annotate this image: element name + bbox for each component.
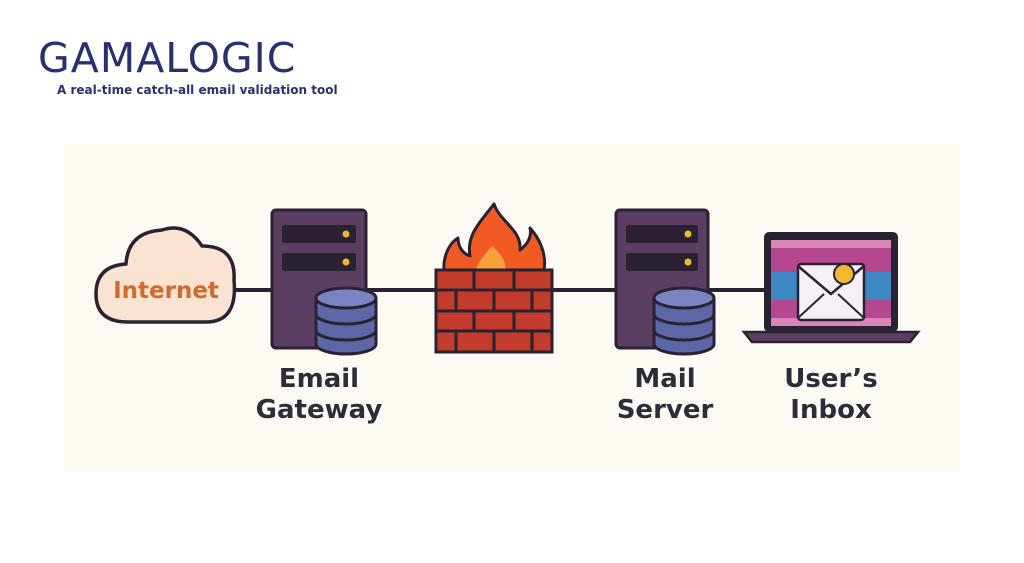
email-gateway-label-line2: Gateway	[255, 395, 383, 425]
brand-header: GAMALOGIC A real-time catch-all email va…	[38, 34, 338, 98]
flame-icon	[442, 202, 547, 280]
laptop-envelope-icon	[741, 232, 921, 344]
server-drive-bay	[626, 225, 698, 243]
server-drive-bay	[626, 253, 698, 271]
server-database-icon	[270, 208, 378, 356]
mail-server-label-line2: Server	[616, 395, 714, 425]
brand-logo: GAMALOGIC	[38, 34, 297, 82]
users-inbox-label-line1: User’s	[784, 364, 878, 394]
server-status-light	[342, 230, 350, 238]
internet-label: Internet	[113, 278, 219, 304]
server-drive-bay	[282, 253, 356, 271]
brand-tagline: A real-time catch-all email validation t…	[57, 83, 338, 97]
database-cylinder	[652, 286, 716, 356]
firewall-icon	[434, 202, 554, 354]
database-cylinder	[314, 286, 378, 356]
email-gateway-label-line1: Email	[278, 364, 360, 394]
server-database-icon	[614, 208, 716, 356]
server-status-light	[684, 258, 692, 266]
notification-dot-icon	[833, 263, 855, 285]
server-status-light	[684, 230, 692, 238]
server-status-light	[342, 258, 350, 266]
cloud-icon	[94, 226, 237, 324]
mail-server-label: Mail Server	[595, 364, 735, 426]
laptop-base	[741, 330, 921, 344]
email-gateway-label: Email Gateway	[249, 364, 389, 426]
envelope-icon	[796, 262, 866, 322]
users-inbox-label-line2: Inbox	[790, 395, 872, 425]
mail-server-label-line1: Mail	[634, 364, 696, 394]
users-inbox-label: User’s Inbox	[761, 364, 901, 426]
brick-mortar	[436, 270, 552, 352]
server-drive-bay	[282, 225, 356, 243]
